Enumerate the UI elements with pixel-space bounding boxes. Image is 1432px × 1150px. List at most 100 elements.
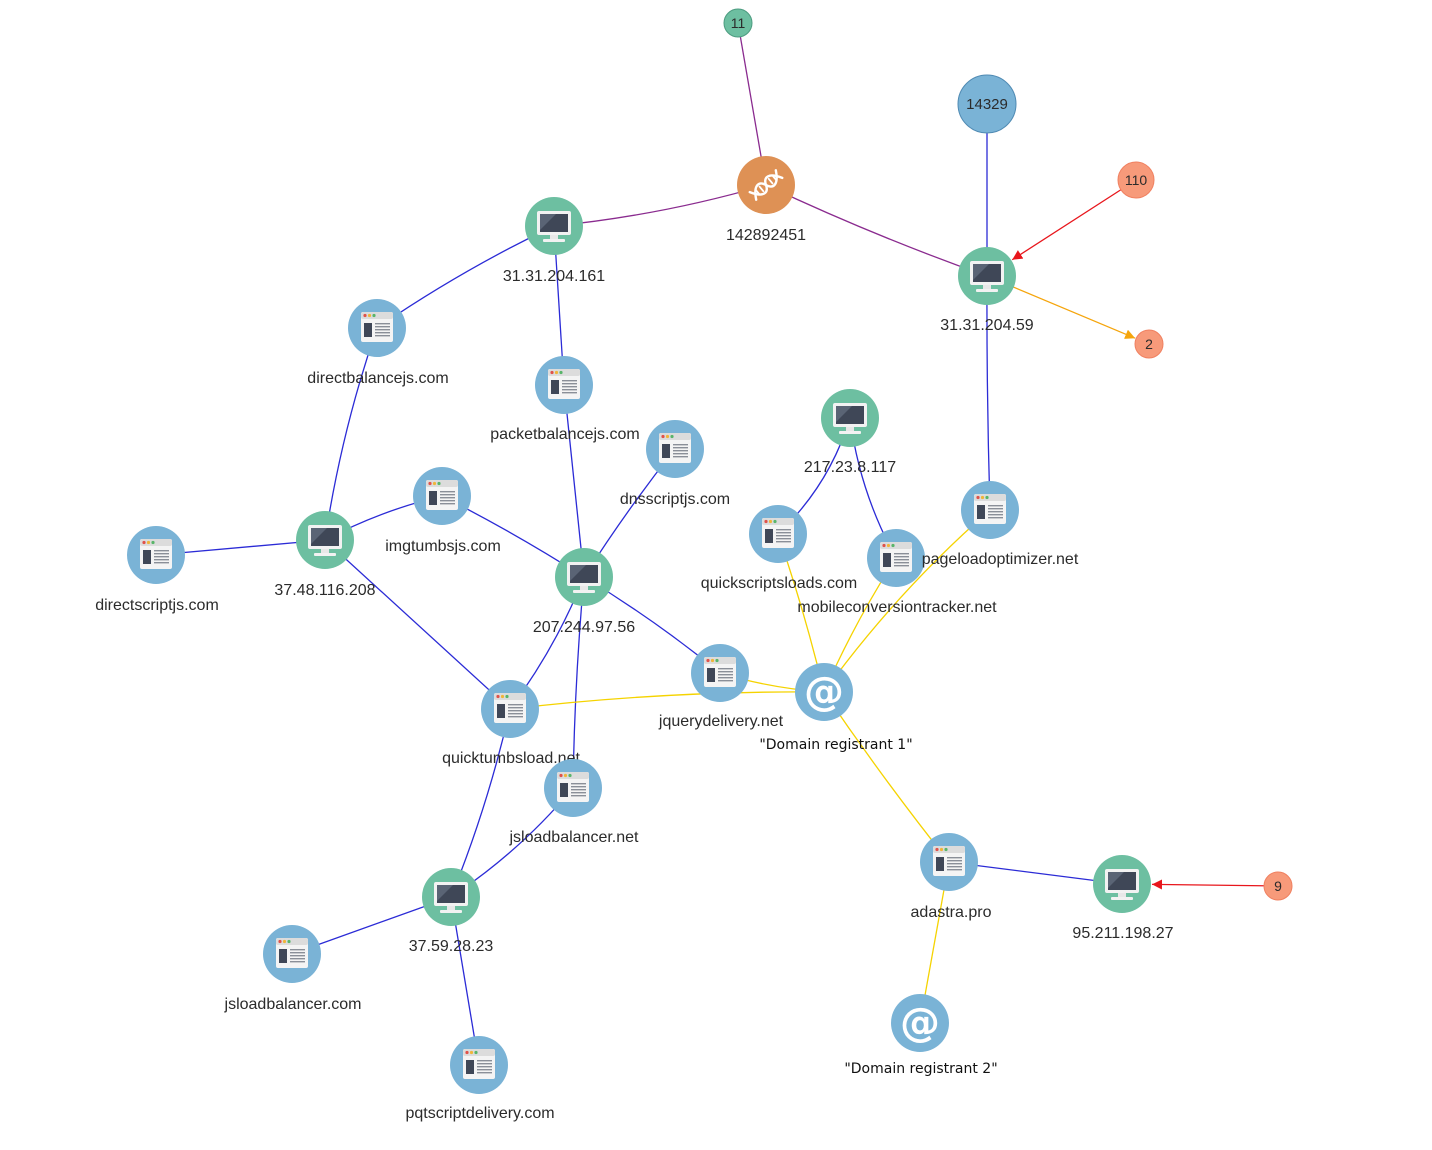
node-label: 217.23.8.117 [804,459,896,476]
node-label: 37.59.28.23 [409,938,494,955]
node-circle [795,663,853,721]
node-d-jquerydel[interactable]: jquerydelivery.net [658,644,784,730]
node-circle [1117,161,1155,199]
node-count-label: 110 [1125,172,1148,188]
browser-window-icon [548,369,580,399]
edge-r1-d_quicktumbs [509,691,825,710]
edge-d_quicktumbs-h_37_59 [450,708,511,898]
node-count-label: 14329 [966,96,1008,113]
node-label: 95.211.198.27 [1072,925,1173,942]
node-d-dnsscript[interactable]: dnsscriptjs.com [620,420,730,508]
browser-window-icon [762,518,794,548]
browser-window-icon [704,657,736,687]
monitor-icon [833,403,867,434]
nodes-layer: 11 14329 110 2 9 142892451 31.31.204.161 31.31.… [95,8,1293,1122]
node-d-directscript[interactable]: directscriptjs.com [95,526,219,614]
edge-n9-h_95 [1151,879,1279,890]
node-d-imgtumbs[interactable]: imgtumbsjs.com [385,467,501,555]
node-circle [891,994,949,1052]
node-circle [1134,329,1164,359]
node-h-37-59[interactable]: 37.59.28.23 [409,868,494,955]
node-d-pageload[interactable]: pageloadoptimizer.net [922,481,1079,568]
node-label: 142892451 [726,227,806,244]
node-label: dnsscriptjs.com [620,491,730,508]
node-d-quickscripts[interactable]: quickscriptsloads.com [701,505,858,592]
browser-window-icon [426,480,458,510]
node-label: directbalancejs.com [307,370,448,387]
node-label: pqtscriptdelivery.com [405,1105,554,1122]
browser-window-icon [276,938,308,968]
node-label: directscriptjs.com [95,597,219,614]
at-sign-icon: @ [804,669,844,715]
node-sample[interactable]: 142892451 [726,156,806,244]
edge-n110-h_31_59 [1011,179,1137,261]
node-r1[interactable]: @ "Domain registrant 1" [759,663,913,753]
node-d-adastra[interactable]: adastra.pro [911,833,992,921]
node-count-label: 9 [1274,878,1282,894]
edge-sample-h_31_59 [765,184,988,277]
node-label: mobileconversiontracker.net [797,599,997,616]
browser-window-icon [880,542,912,572]
node-d-quicktumbs[interactable]: quicktumbsload.net [442,680,580,767]
browser-window-icon [140,539,172,569]
node-h-31-59[interactable]: 31.31.204.59 [940,247,1034,334]
node-n110[interactable]: 110 [1117,161,1155,199]
node-d-jsloadnet[interactable]: jsloadbalancer.net [509,759,640,846]
node-count-label: 2 [1145,336,1153,352]
edge-sample-h_31_161 [553,184,767,227]
monitor-icon [1105,869,1139,900]
node-d-directbalance[interactable]: directbalancejs.com [307,299,449,387]
at-sign-icon: @ [900,1000,940,1046]
edge-r1-d_pageload [823,509,991,693]
monitor-icon [537,211,571,242]
browser-window-icon [933,846,965,876]
browser-window-icon [463,1049,495,1079]
edge-r1-d_adastra [823,691,950,863]
node-label: adastra.pro [911,904,992,921]
node-circle [957,74,1017,134]
node-d-packetbalance[interactable]: packetbalancejs.com [490,356,640,443]
browser-window-icon [361,312,393,342]
edge-h_31_59-d_pageload [986,275,991,511]
node-label: jquerydelivery.net [658,713,784,730]
node-label: 37.48.116.208 [274,582,375,599]
node-label: jsloadbalancer.net [509,829,640,846]
node-circle [1263,871,1293,901]
node-label: quicktumbsload.net [442,750,580,767]
monitor-icon [970,261,1004,292]
monitor-icon [308,525,342,556]
node-label: 207.244.97.56 [533,619,635,636]
edge-d_directbalance-h_37_48 [324,327,378,541]
node-label: packetbalancejs.com [490,426,639,443]
browser-window-icon [494,693,526,723]
node-h-217[interactable]: 217.23.8.117 [804,389,896,476]
node-label: "Domain registrant 2" [844,1061,997,1077]
node-n9[interactable]: 9 [1263,871,1293,901]
node-h-95[interactable]: 95.211.198.27 [1072,855,1174,942]
node-d-pqtscript[interactable]: pqtscriptdelivery.com [405,1036,555,1122]
browser-window-icon [659,433,691,463]
node-n14329[interactable]: 14329 [957,74,1017,134]
browser-window-icon [974,494,1006,524]
node-circle [723,8,753,38]
node-n11[interactable]: 11 [723,8,753,38]
node-n2[interactable]: 2 [1134,329,1164,359]
browser-window-icon [557,772,589,802]
node-label: pageloadoptimizer.net [922,551,1079,568]
node-label: "Domain registrant 1" [759,737,912,753]
monitor-icon [434,882,468,913]
node-h-207[interactable]: 207.244.97.56 [533,548,635,636]
node-d-jsloadcom[interactable]: jsloadbalancer.com [224,925,362,1013]
edge-h_37_48-d_quicktumbs [324,539,511,710]
dna-icon [748,169,784,201]
node-h-37-48[interactable]: 37.48.116.208 [274,511,376,599]
node-label: quickscriptsloads.com [701,575,858,592]
monitor-icon [567,562,601,593]
node-d-mobileconv[interactable]: mobileconversiontracker.net [797,529,997,616]
node-r2[interactable]: @ "Domain registrant 2" [844,994,998,1077]
node-h-31-161[interactable]: 31.31.204.161 [503,197,605,285]
node-label: 31.31.204.59 [940,317,1034,334]
node-label: jsloadbalancer.com [224,996,362,1013]
node-label: 31.31.204.161 [503,268,605,285]
